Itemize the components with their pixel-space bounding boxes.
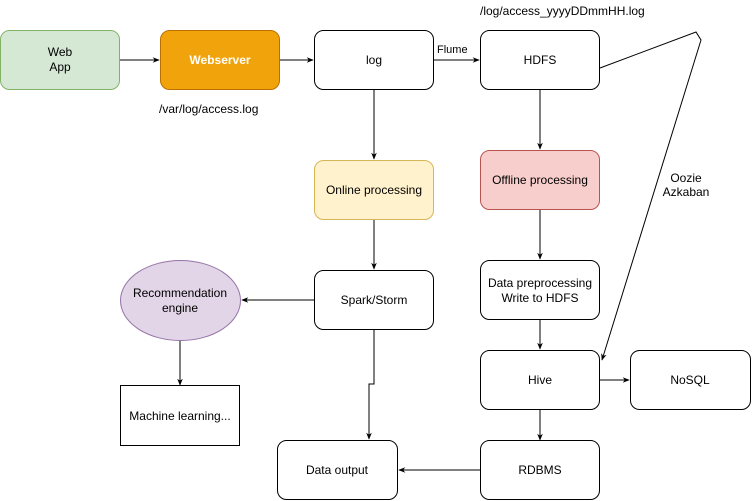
node-hive-label: Hive <box>528 373 552 387</box>
edges <box>120 31 702 473</box>
node-nosql[interactable]: NoSQL <box>630 350 751 410</box>
azkaban-label: Azkaban <box>663 185 710 199</box>
node-hive-shape <box>480 350 600 410</box>
node-data-preprocessing-line-1: Data preprocessing <box>488 276 592 290</box>
node-offline-processing-shape <box>480 150 600 210</box>
node-online-processing-label: Online processing <box>326 183 422 197</box>
node-webserver-shape <box>160 30 280 90</box>
flume-label: Flume <box>437 44 468 56</box>
node-recommendation-engine[interactable]: Recommendation engine <box>120 260 241 341</box>
node-data-preprocessing-line-2: Write to HDFS <box>501 291 578 305</box>
node-web-app-shape <box>0 30 120 90</box>
access-log-path-label: /var/log/access.log <box>159 102 258 116</box>
node-hdfs-label: HDFS <box>524 53 557 67</box>
node-log-label: log <box>366 53 382 67</box>
node-spark-storm[interactable]: Spark/Storm <box>314 270 434 330</box>
oozie-label: Oozie <box>670 171 702 185</box>
node-data-preprocessing-shape <box>480 260 600 320</box>
node-spark-storm-label: Spark/Storm <box>341 293 408 307</box>
node-offline-processing[interactable]: Offline processing <box>480 150 600 210</box>
hdfs-path-label: /log/access_yyyyDDmmHH.log <box>480 4 645 18</box>
node-recommendation-engine-line-2: engine <box>162 301 198 315</box>
node-hdfs-shape <box>480 30 600 90</box>
node-hdfs[interactable]: HDFS <box>480 30 600 90</box>
node-rdbms[interactable]: RDBMS <box>480 440 600 500</box>
node-data-output-shape <box>277 440 398 500</box>
node-log[interactable]: log <box>314 30 434 90</box>
node-web-app-line-1: Web <box>48 45 73 59</box>
node-web-app-line-2: App <box>49 60 71 74</box>
node-spark-storm-shape <box>314 270 434 330</box>
nodes: Web App Webserver log HDFS Online proces… <box>0 30 751 500</box>
node-data-preprocessing[interactable]: Data preprocessing Write to HDFS <box>480 260 600 320</box>
node-nosql-shape <box>630 350 751 410</box>
node-machine-learning-shape <box>120 385 240 446</box>
node-nosql-label: NoSQL <box>670 373 710 387</box>
node-data-output-label: Data output <box>306 463 369 477</box>
node-webserver-label: Webserver <box>189 53 250 67</box>
node-machine-learning[interactable]: Machine learning... <box>120 385 240 446</box>
node-webserver[interactable]: Webserver <box>160 30 280 90</box>
node-rdbms-label: RDBMS <box>518 463 561 477</box>
edge-spark-dataoutput <box>366 329 375 440</box>
node-recommendation-engine-line-1: Recommendation <box>133 286 227 300</box>
node-online-processing-shape <box>314 160 434 220</box>
node-hive[interactable]: Hive <box>480 350 600 410</box>
node-machine-learning-label: Machine learning... <box>129 409 230 423</box>
node-web-app[interactable]: Web App <box>0 30 120 90</box>
node-data-output[interactable]: Data output <box>277 440 398 500</box>
node-recommendation-engine-shape <box>120 260 241 341</box>
node-rdbms-shape <box>480 440 600 500</box>
labels: /var/log/access.log /log/access_yyyyDDmm… <box>159 4 709 199</box>
node-log-shape <box>314 30 434 90</box>
edge-hdfs-hive <box>599 31 702 361</box>
node-online-processing[interactable]: Online processing <box>314 160 434 220</box>
node-offline-processing-label: Offline processing <box>492 173 588 187</box>
